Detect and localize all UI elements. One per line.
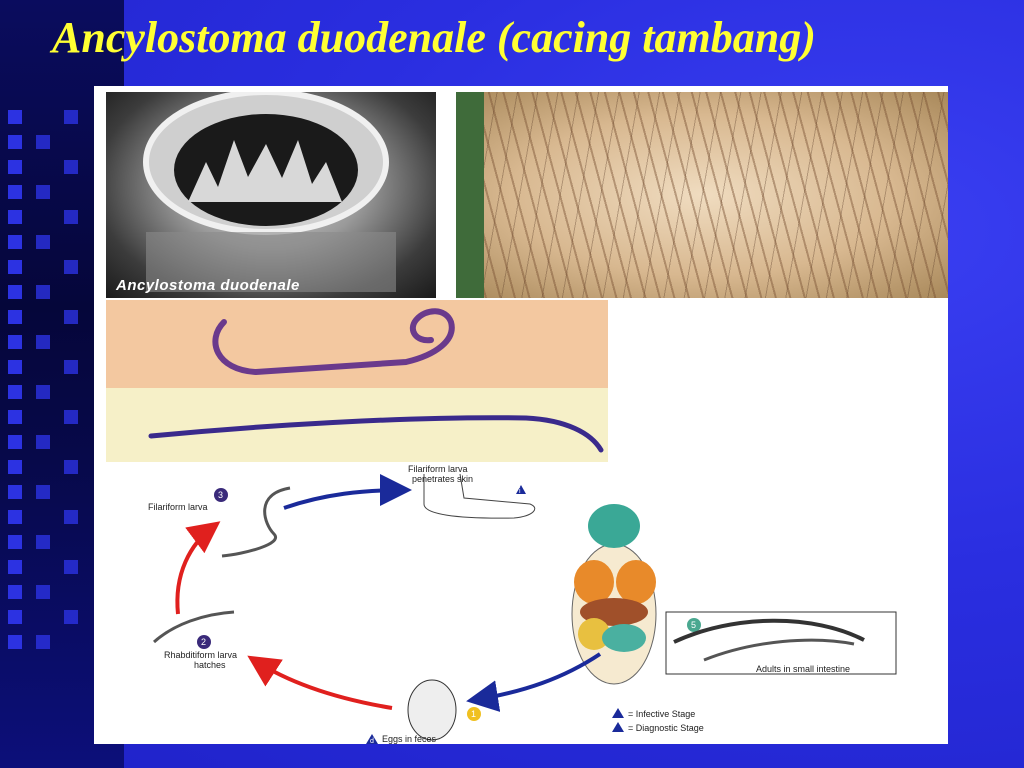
head-illustration: [588, 504, 640, 548]
diagnostic-marker-letter: d: [370, 738, 374, 744]
decorative-square: [8, 535, 22, 549]
decorative-square: [36, 285, 50, 299]
decorative-square: [36, 385, 50, 399]
egg-illustration: [407, 679, 457, 741]
decorative-square: [8, 410, 22, 424]
decorative-square: [8, 610, 22, 624]
intestine-illustration-right: [602, 624, 646, 652]
decorative-square: [36, 485, 50, 499]
decorative-square: [8, 385, 22, 399]
decorative-square: [8, 635, 22, 649]
infective-stage-marker: [516, 485, 526, 494]
decorative-square: [36, 235, 50, 249]
decorative-square: [64, 560, 78, 574]
slide-title: Ancylostoma duodenale (cacing tambang): [52, 13, 816, 62]
decorative-square: [64, 510, 78, 524]
step-2-circle: [197, 635, 211, 649]
life-cycle-diagram: Filariform larva penetrates skin i 3 Fil…: [94, 464, 948, 744]
decorative-square: [36, 335, 50, 349]
decorative-square: [64, 410, 78, 424]
decorative-square: [8, 310, 22, 324]
step-5-circle: [687, 618, 701, 632]
infective-marker-letter: i: [519, 488, 521, 495]
decorative-square: [8, 460, 22, 474]
legend-diagnostic-marker: [612, 722, 624, 732]
intestine-illustration-left: [578, 618, 610, 650]
eggs-label: Eggs in feces: [382, 734, 437, 744]
decorative-square: [8, 585, 22, 599]
image-panel: Ancylostoma duodenale Filariform la: [94, 86, 948, 744]
arrow-body-to-eggs: [466, 652, 602, 713]
step-5-number: 5: [691, 620, 696, 630]
intestine-photo: [456, 92, 948, 298]
decorative-square: [8, 560, 22, 574]
stained-worm-curled-image: [106, 300, 608, 388]
straight-worm-drawing: [148, 415, 604, 453]
hatches-label: hatches: [194, 660, 226, 670]
filariform-larva-label: Filariform larva: [148, 502, 208, 512]
step-1-circle: [467, 707, 481, 721]
filariform-larva-drawing: [221, 486, 291, 558]
intestine-photo-edge: [456, 92, 484, 298]
filariform-penetrates-label: Filariform larva: [408, 464, 468, 474]
legend-infective: = Infective Stage: [628, 709, 695, 719]
arrow-3-to-skin: [283, 474, 412, 510]
penetrates-skin-label: penetrates skin: [412, 474, 473, 484]
adult-worm-1: [673, 618, 865, 644]
adults-label: Adults in small intestine: [756, 664, 850, 674]
lung-right: [616, 560, 656, 604]
diagnostic-stage-marker: [366, 734, 378, 744]
sem-mouth-drawing: [143, 92, 396, 292]
decorative-square: [36, 535, 50, 549]
adult-worm-2: [703, 638, 855, 662]
decorative-squares: [0, 110, 124, 670]
decorative-square: [8, 510, 22, 524]
decorative-square: [64, 460, 78, 474]
life-cycle-svg: Filariform larva penetrates skin i 3 Fil…: [148, 464, 897, 744]
arrow-rhabditiform-to-filariform: [175, 521, 221, 615]
decorative-square: [36, 185, 50, 199]
decorative-square: [64, 260, 78, 274]
step-2-number: 2: [201, 637, 206, 647]
decorative-square: [8, 135, 22, 149]
arrow-eggs-to-rhabditiform: [247, 655, 393, 710]
decorative-square: [36, 635, 50, 649]
curled-worm-drawing: [212, 308, 455, 376]
decorative-square: [8, 335, 22, 349]
stained-worm-straight-image: [106, 388, 608, 462]
decorative-square: [36, 135, 50, 149]
step-1-number: 1: [471, 709, 476, 719]
decorative-square: [8, 110, 22, 124]
decorative-square: [8, 435, 22, 449]
rhabditiform-larva-drawing: [152, 610, 235, 644]
decorative-square: [36, 435, 50, 449]
decorative-square: [36, 585, 50, 599]
decorative-square: [64, 160, 78, 174]
decorative-square: [8, 485, 22, 499]
decorative-square: [8, 360, 22, 374]
step-3-number: 3: [218, 490, 223, 500]
sem-mouth-image: Ancylostoma duodenale: [106, 92, 436, 298]
decorative-square: [8, 160, 22, 174]
decorative-square: [64, 360, 78, 374]
decorative-square: [64, 310, 78, 324]
lung-left: [574, 560, 614, 604]
step-3-circle: [214, 488, 228, 502]
decorative-square: [64, 210, 78, 224]
legend-infective-marker: [612, 708, 624, 718]
decorative-square: [64, 610, 78, 624]
decorative-square: [8, 210, 22, 224]
decorative-square: [8, 260, 22, 274]
decorative-square: [8, 235, 22, 249]
legend-diagnostic: = Diagnostic Stage: [628, 723, 704, 733]
rhabditiform-label: Rhabditiform larva: [164, 650, 237, 660]
decorative-square: [64, 110, 78, 124]
foot-illustration: [423, 473, 536, 519]
decorative-square: [8, 185, 22, 199]
sem-image-label: Ancylostoma duodenale: [116, 277, 300, 294]
decorative-square: [8, 285, 22, 299]
